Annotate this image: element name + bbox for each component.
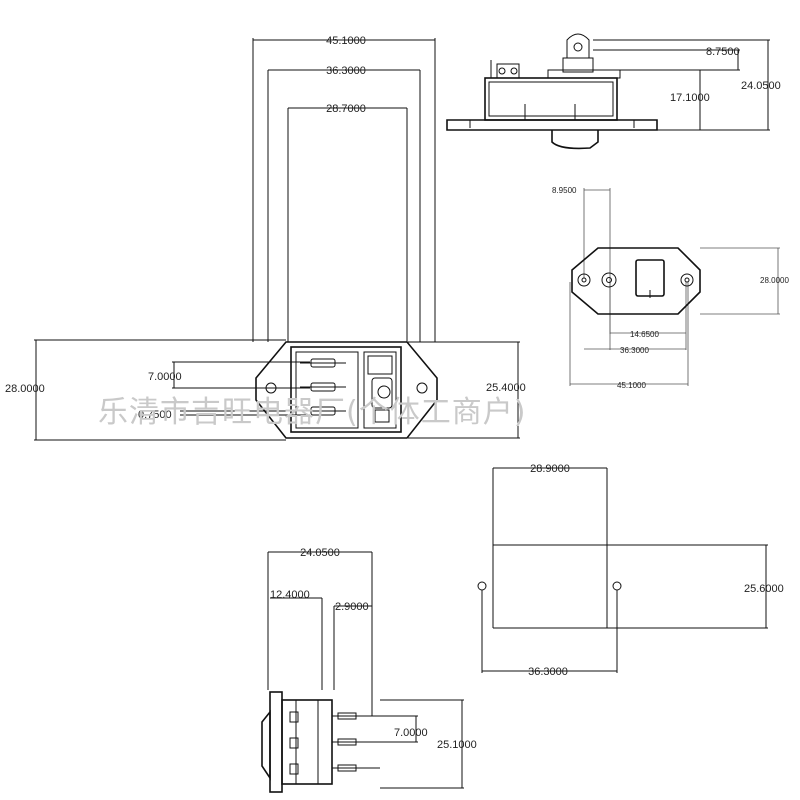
dim-back-height: 28.0000 bbox=[760, 276, 789, 285]
dim-height-right: 25.4000 bbox=[486, 382, 526, 394]
dim-back-mount-pitch: 36.3000 bbox=[620, 346, 649, 355]
dim-width-outer: 45.1000 bbox=[326, 35, 366, 47]
dim-side-body: 12.4000 bbox=[270, 589, 310, 601]
dim-top-height: 8.7500 bbox=[706, 46, 740, 58]
dim-side-pin: 2.9000 bbox=[335, 601, 369, 613]
dim-height-left: 28.0000 bbox=[5, 383, 45, 395]
back-view: 8.9500 28.0000 14.6500 36.3000 45.1000 bbox=[552, 186, 789, 390]
dim-cut-width: 28.9000 bbox=[530, 463, 570, 475]
dim-side-total: 24.0500 bbox=[300, 547, 340, 559]
panel-cutout: 28.9000 25.6000 36.3000 bbox=[477, 463, 784, 678]
dim-pin-pitch: 7.0000 bbox=[148, 371, 182, 383]
side-view-top: 8.7500 17.1000 24.0500 bbox=[446, 33, 781, 150]
watermark-text: 乐清市吉旺电器厂(个体工商户) bbox=[98, 395, 526, 430]
side-view-bottom: 24.0500 12.4000 2.9000 7.0000 25.1000 bbox=[261, 547, 477, 793]
dim-back-hole-pitch: 14.6500 bbox=[630, 330, 659, 339]
dim-width-inner: 28.7000 bbox=[326, 103, 366, 115]
dim-cut-height: 25.6000 bbox=[744, 583, 784, 595]
dim-total-height: 24.0500 bbox=[741, 80, 781, 92]
dim-side-height: 25.1000 bbox=[437, 739, 477, 751]
dim-side-pin-pitch: 7.0000 bbox=[394, 727, 428, 739]
dim-pin-thickness: 0.7500 bbox=[138, 409, 172, 421]
dim-body-height: 17.1000 bbox=[670, 92, 710, 104]
dim-hole-offset: 8.9500 bbox=[552, 186, 577, 195]
dim-back-width: 45.1000 bbox=[617, 381, 646, 390]
dim-width-mid: 36.3000 bbox=[326, 65, 366, 77]
dim-cutout-hole-pitch: 36.3000 bbox=[528, 666, 568, 678]
front-view: 45.1000 36.3000 28.7000 28.0000 25.4000 bbox=[5, 35, 526, 441]
